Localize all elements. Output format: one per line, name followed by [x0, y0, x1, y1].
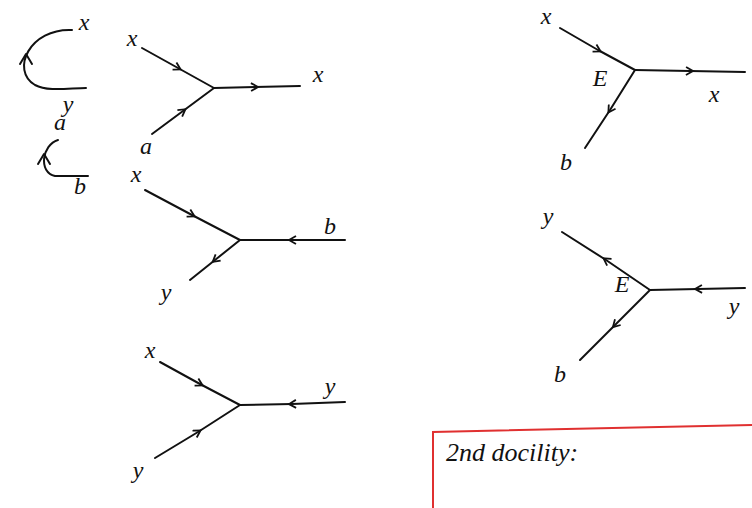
line-label: y [161, 280, 172, 304]
arrow-head [38, 154, 50, 164]
propagator-line [145, 190, 240, 240]
line-label: y [729, 294, 740, 318]
line-label: a [54, 110, 66, 134]
propagator-line [650, 288, 745, 290]
propagator-line [580, 290, 650, 360]
propagator-line [240, 239, 345, 241]
arrow-head [20, 54, 32, 64]
note-heading: 2nd docility: [446, 440, 578, 466]
propagator-line [160, 362, 240, 405]
line-label: x [541, 4, 552, 28]
line-label: y [325, 374, 336, 398]
propagator-line [155, 405, 240, 458]
line-label: x [131, 162, 142, 186]
line-label: b [324, 214, 336, 238]
propagator-arc [24, 30, 86, 89]
line-label: x [145, 338, 156, 362]
propagator-arc [44, 140, 88, 176]
line-label: y [543, 204, 554, 228]
propagator-line [214, 86, 300, 88]
line-label: E [593, 66, 608, 90]
line-label: a [140, 134, 152, 158]
propagator-line [585, 70, 635, 148]
line-label: x [79, 10, 90, 34]
line-label: x [127, 26, 138, 50]
line-label: x [313, 62, 324, 86]
propagator-line [560, 28, 635, 70]
line-label: b [554, 362, 566, 386]
line-label: x [709, 82, 720, 106]
propagator-line [635, 70, 745, 72]
line-label: b [74, 174, 86, 198]
propagator-line [152, 88, 214, 134]
note-frame [433, 425, 752, 508]
propagator-line [562, 232, 650, 290]
propagator-line [142, 48, 214, 88]
propagator-line [240, 402, 345, 405]
line-label: y [133, 458, 144, 482]
line-label: E [615, 272, 630, 296]
line-label: b [560, 150, 572, 174]
propagator-line [190, 240, 240, 280]
